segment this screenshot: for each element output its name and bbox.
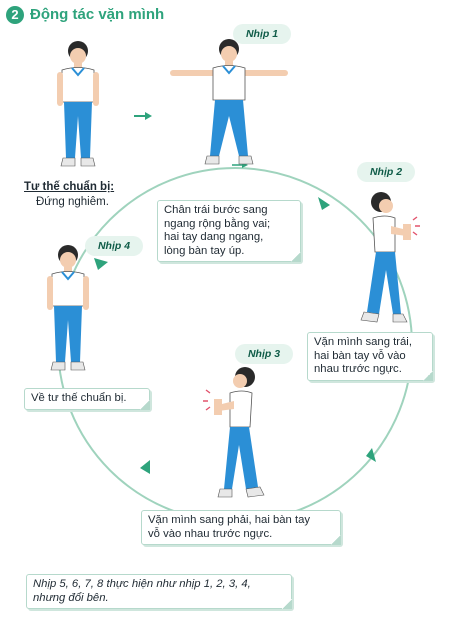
- section-title: Động tác vặn mình: [30, 6, 165, 23]
- figure-beat-1: [168, 38, 290, 173]
- figure-start-pose: [48, 40, 108, 175]
- footer-note-line-2: nhưng đổi bên.: [33, 591, 109, 604]
- beat-4-bubble: Nhịp 4: [85, 236, 143, 256]
- figure-beat-2: [355, 190, 425, 330]
- beat-4-note: Về tư thế chuẩn bị.: [24, 388, 150, 410]
- section-number-badge: 2: [6, 6, 24, 24]
- cycle-arrow-2: [366, 448, 376, 462]
- beat-4-note-text: Về tư thế chuẩn bị.: [31, 392, 127, 404]
- beat-1-note-line-4: lòng bàn tay úp.: [164, 244, 245, 257]
- start-pose-label: Tư thế chuẩn bị: Đứng nghiêm.: [24, 180, 114, 210]
- cycle-arrow-4: [94, 258, 108, 270]
- beat-1-note-line-2: ngang rộng bằng vai;: [164, 217, 271, 230]
- beat-1-note-line-3: hai tay dang ngang,: [164, 231, 264, 243]
- start-heading: Tư thế chuẩn bị:: [24, 181, 115, 193]
- footer-note: Nhịp 5, 6, 7, 8 thực hiện như nhịp 1, 2,…: [26, 574, 292, 609]
- beat-2-note-line-1: Vặn mình sang trái,: [314, 336, 412, 348]
- beat-1-note-line-1: Chân trái bước sang: [164, 204, 268, 216]
- beat-2-note-line-3: nhau trước ngực.: [314, 363, 402, 375]
- beat-3-note-line-2: vỗ vào nhau trước ngực.: [148, 527, 273, 540]
- beat-1-bubble: Nhịp 1: [233, 24, 291, 44]
- start-body: Đứng nghiêm.: [36, 196, 109, 208]
- beat-3-note-line-1: Vặn mình sang phải, hai bàn tay: [148, 514, 311, 526]
- beat-2-note-line-2: hai bàn tay vỗ vào: [314, 349, 406, 362]
- figure-beat-3: [200, 365, 275, 505]
- cycle-arrow-3: [140, 460, 150, 474]
- figure-beat-4: [38, 244, 98, 379]
- cycle-arrow-1: [318, 197, 330, 210]
- beat-1-note: Chân trái bước sang ngang rộng bằng vai;…: [157, 200, 301, 262]
- beat-3-note: Vặn mình sang phải, hai bàn tay vỗ vào n…: [141, 510, 341, 545]
- beat-3-bubble: Nhịp 3: [235, 344, 293, 364]
- beat-2-note: Vặn mình sang trái, hai bàn tay vỗ vào n…: [307, 332, 433, 381]
- footer-note-line-1: Nhịp 5, 6, 7, 8 thực hiện như nhịp 1, 2,…: [33, 578, 251, 590]
- beat-2-bubble: Nhịp 2: [357, 162, 415, 182]
